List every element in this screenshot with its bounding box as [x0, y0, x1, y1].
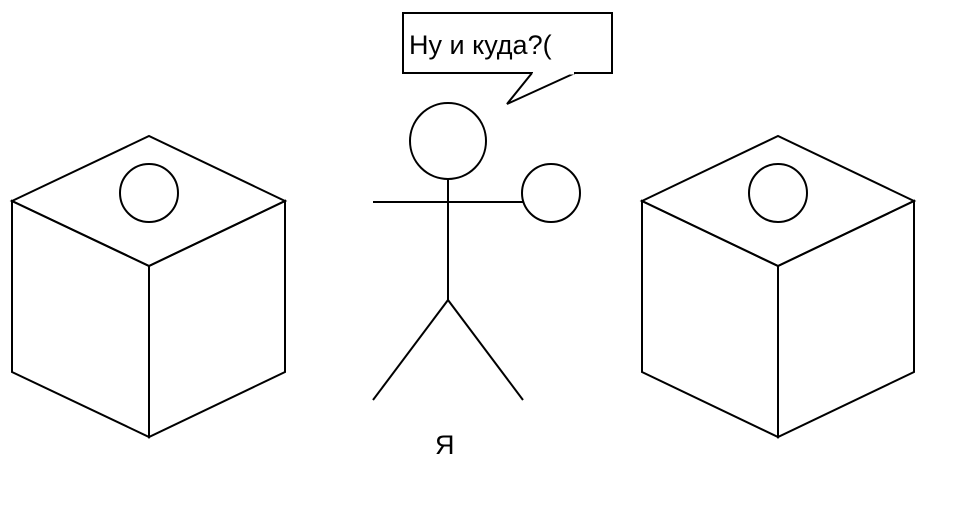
- right-cube-circle: [748, 163, 808, 223]
- person-label: Я: [435, 430, 455, 460]
- left-cube-right-face: [148, 199, 286, 439]
- left-cube-left-face: [11, 199, 150, 439]
- right-cube: [639, 134, 917, 439]
- speech-bubble: Ну и куда?(: [402, 12, 613, 105]
- stick-figure-right-leg: [447, 299, 524, 401]
- speech-bubble-box: [402, 12, 613, 74]
- stick-figure: [372, 102, 524, 401]
- held-ball: [521, 163, 581, 223]
- stick-figure-left-leg: [372, 299, 449, 401]
- speech-bubble-text: Ну и куда?(: [409, 30, 552, 60]
- left-cube-top-face: [9, 134, 288, 268]
- right-cube-right-face: [777, 199, 915, 439]
- right-cube-top-face: [639, 134, 917, 268]
- left-cube: [9, 134, 288, 439]
- stick-figure-head: [409, 102, 487, 180]
- right-cube-left-face: [641, 199, 779, 439]
- speech-bubble-tail: [506, 72, 576, 105]
- left-cube-circle: [119, 163, 179, 223]
